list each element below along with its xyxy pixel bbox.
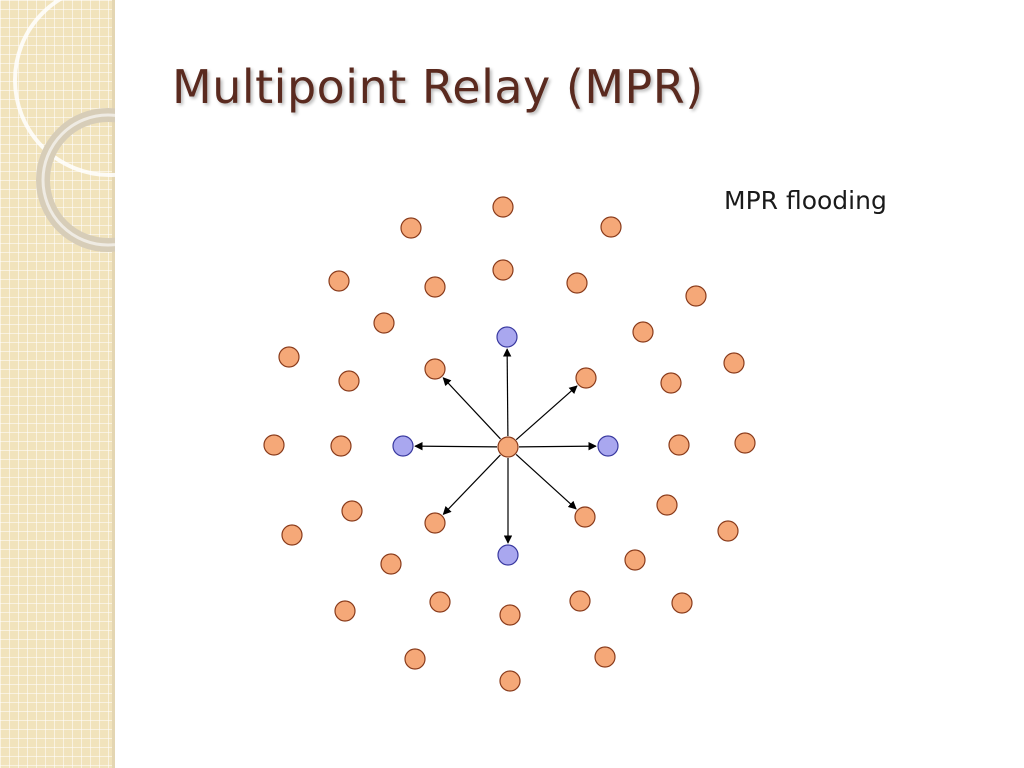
network-node-34 — [404, 648, 426, 670]
mpr-node-3 — [597, 435, 619, 457]
network-node-4 — [328, 270, 350, 292]
network-node-31 — [499, 604, 521, 626]
decorative-ring-middle-inner — [41, 113, 115, 247]
flood-arrows — [414, 348, 597, 544]
network-node-12 — [338, 370, 360, 392]
side-panel-edge — [112, 0, 115, 768]
flood-arrow-5 — [442, 377, 501, 440]
network-node-2 — [400, 217, 422, 239]
network-node-30 — [429, 591, 451, 613]
decorative-ring-top — [13, 0, 115, 177]
mpr-node-2 — [392, 435, 414, 457]
network-node-13 — [424, 358, 446, 380]
flood-arrow-3 — [518, 441, 597, 451]
network-node-24 — [656, 494, 678, 516]
slide-title: Multipoint Relay (MPR) — [172, 60, 704, 114]
network-node-1 — [492, 196, 514, 218]
network-node-26 — [281, 524, 303, 546]
network-node-23 — [574, 506, 596, 528]
decorative-rings — [13, 0, 115, 252]
network-node-25 — [717, 520, 739, 542]
network-node-6 — [492, 259, 514, 281]
flood-arrow-6 — [515, 385, 578, 441]
network-node-19 — [668, 434, 690, 456]
flood-arrow-7 — [442, 454, 501, 515]
network-nodes — [263, 196, 756, 692]
network-node-5 — [424, 276, 446, 298]
mpr-node-1 — [496, 326, 518, 348]
flood-arrow-1 — [502, 348, 512, 437]
network-node-35 — [594, 646, 616, 668]
network-node-15 — [660, 372, 682, 394]
network-node-16 — [723, 352, 745, 374]
flood-arrow-8 — [515, 453, 577, 510]
network-node-17 — [263, 434, 285, 456]
network-node-14 — [575, 367, 597, 389]
network-node-10 — [632, 321, 654, 343]
network-node-11 — [278, 346, 300, 368]
network-node-28 — [624, 549, 646, 571]
decorative-side-panel — [0, 0, 112, 768]
network-node-3 — [600, 216, 622, 238]
network-node-18 — [330, 435, 352, 457]
network-node-9 — [373, 312, 395, 334]
network-node-21 — [341, 500, 363, 522]
network-node-22 — [424, 512, 446, 534]
network-node-33 — [671, 592, 693, 614]
network-node-32 — [569, 590, 591, 612]
network-node-20 — [734, 432, 756, 454]
network-node-8 — [685, 285, 707, 307]
flood-arrow-2 — [414, 441, 498, 451]
mpr-node-4 — [497, 544, 519, 566]
source-node — [497, 436, 519, 458]
diagram-label: MPR flooding — [724, 186, 887, 215]
network-node-7 — [566, 272, 588, 294]
network-node-27 — [380, 553, 402, 575]
network-node-29 — [334, 600, 356, 622]
network-node-36 — [499, 670, 521, 692]
